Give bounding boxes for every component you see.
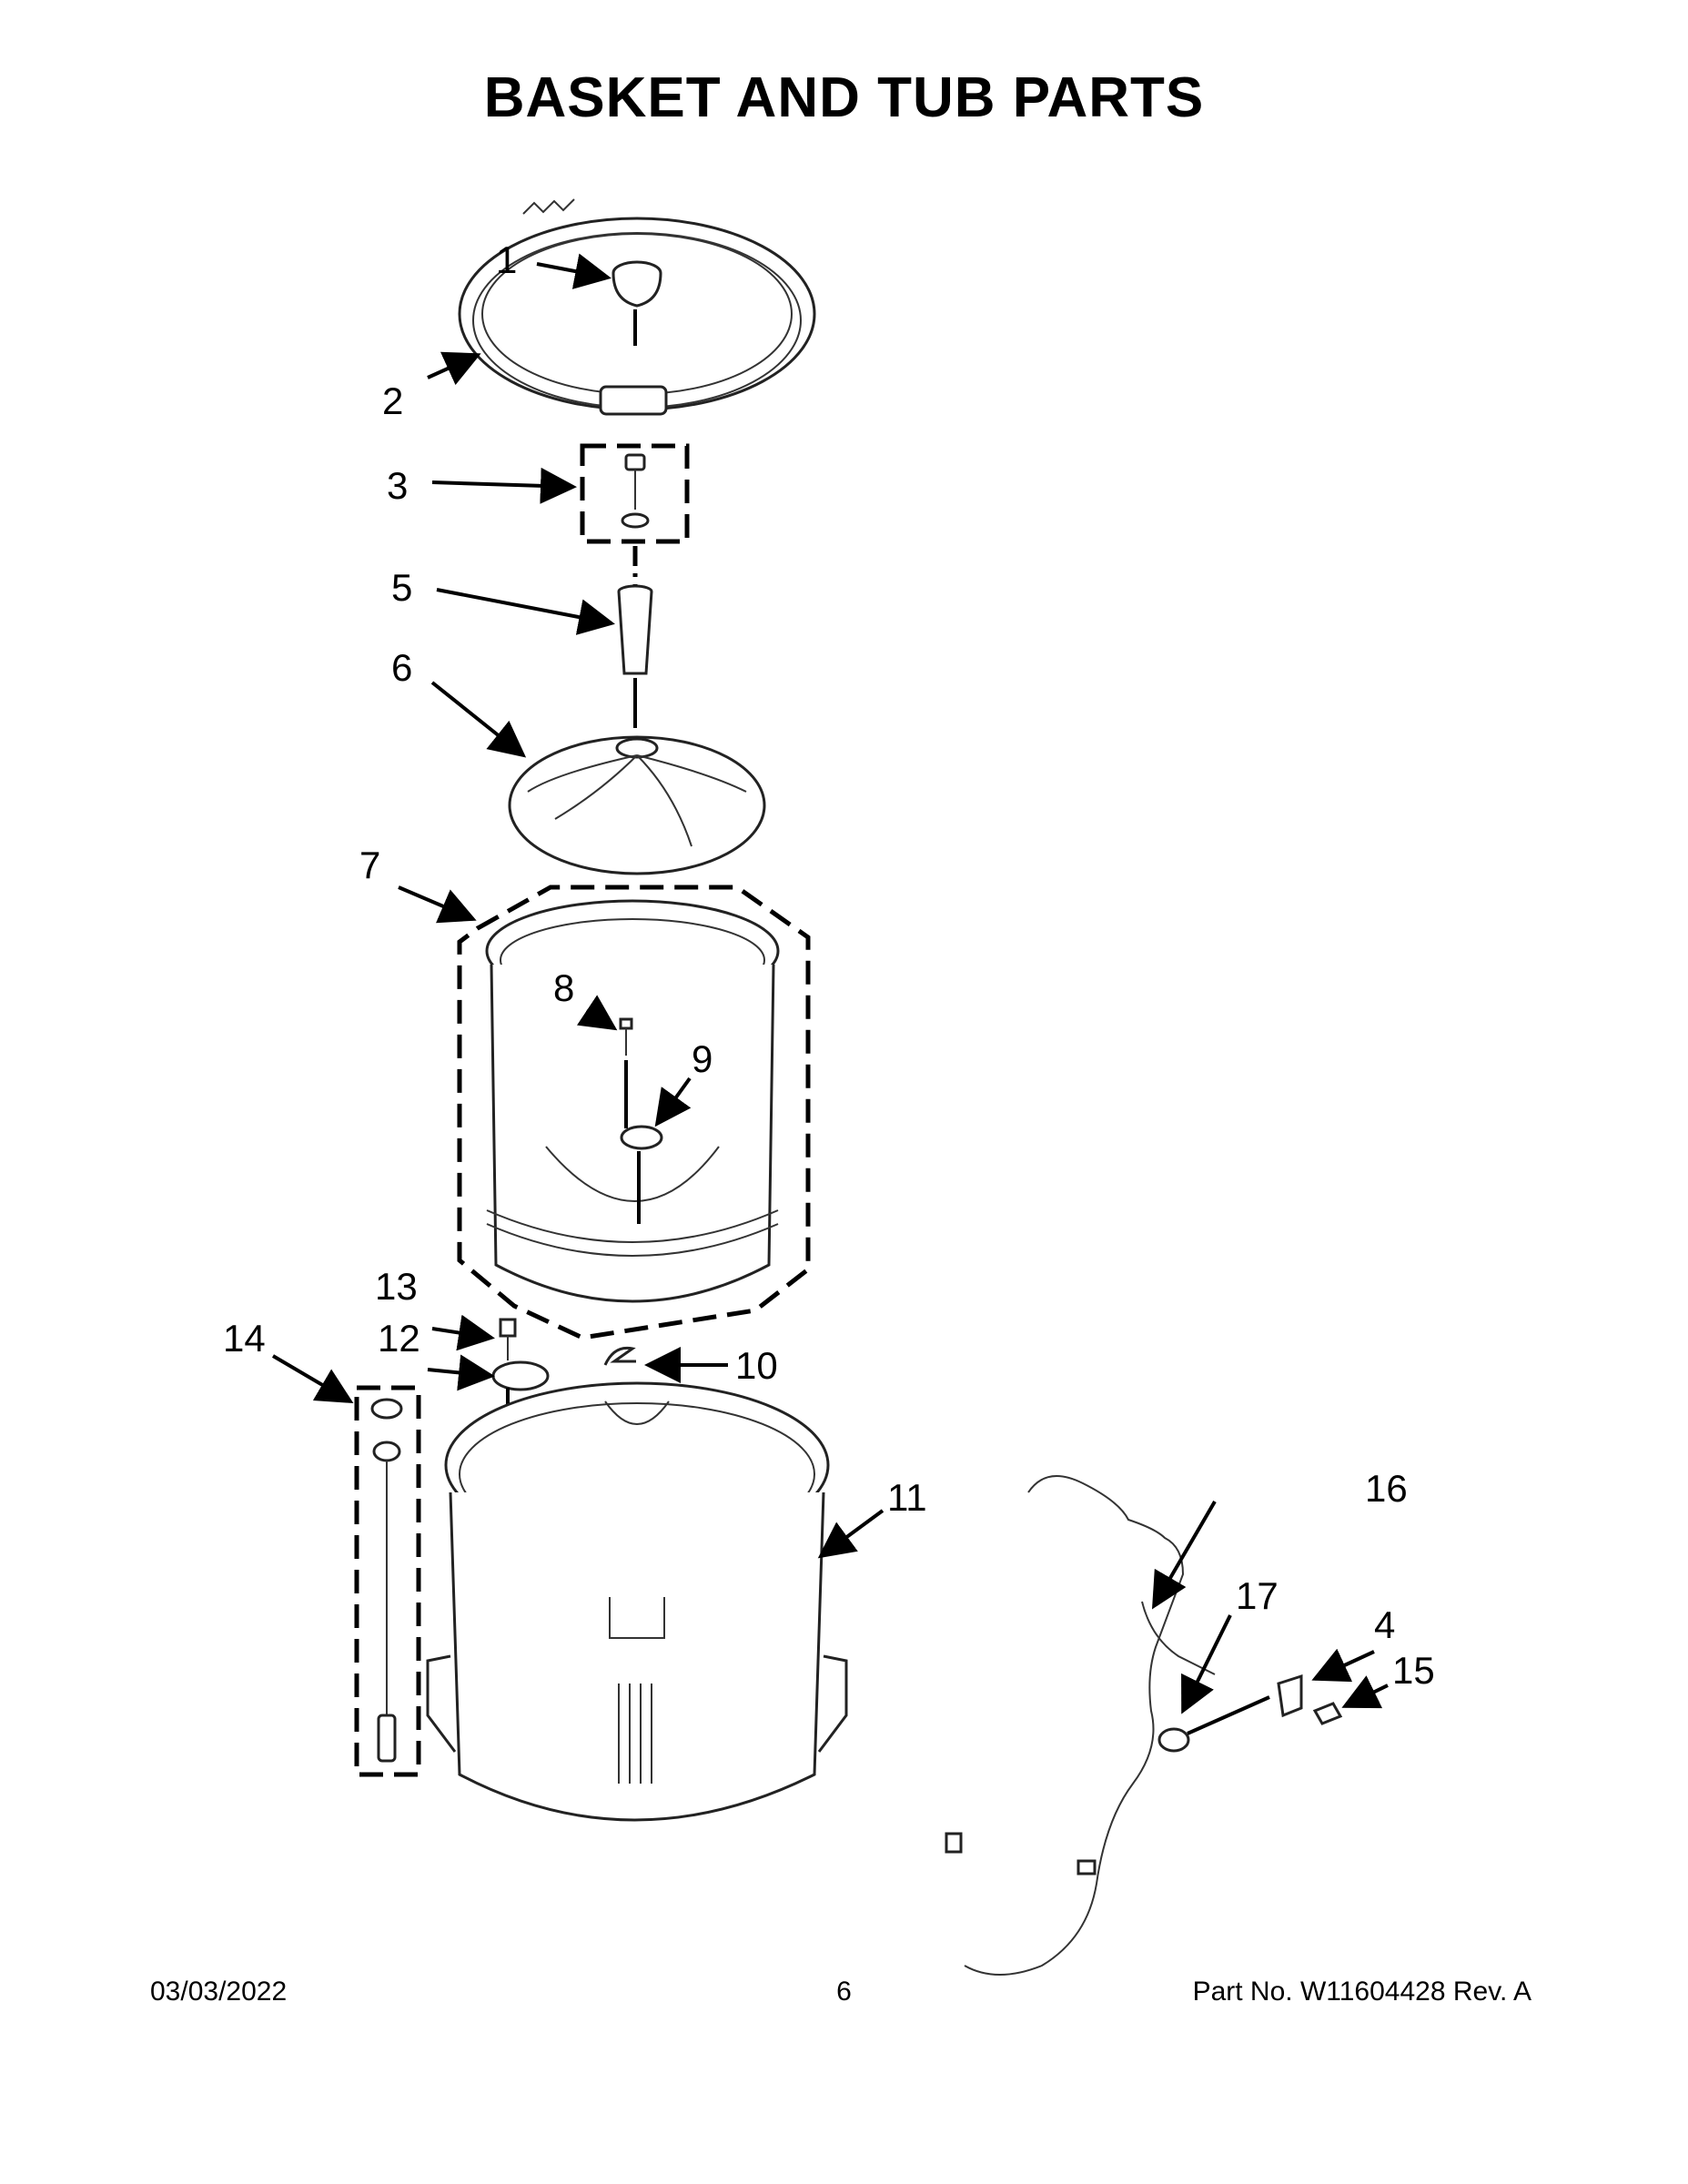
pivot-bolt-part [499,1318,517,1360]
outer-tub-part [426,1381,848,1822]
clamp-part [1157,1727,1190,1753]
suspension-rod-part [370,1398,403,1763]
impeller-plate-part [508,735,766,875]
basket-outline [457,885,811,1340]
basket-part [485,899,780,1303]
callout-1: 1 [496,238,517,281]
callout-2: 2 [382,379,403,422]
callout-10: 10 [735,1344,778,1387]
cone-part [617,584,653,675]
callout-9: 9 [692,1037,713,1080]
callout-11: 11 [887,1476,927,1519]
wire-harness-part [945,1475,1216,1976]
screw-part [619,1017,633,1056]
callout-6: 6 [391,646,412,689]
exploded-line [1187,1695,1270,1735]
callout-16: 16 [1365,1467,1408,1510]
washer-part [491,1360,550,1391]
footer-page-number: 6 [836,1977,852,2007]
callout-7: 7 [359,844,380,886]
callout-3: 3 [387,464,408,507]
callout-4: 4 [1374,1603,1395,1646]
callout-8: 8 [553,966,574,1009]
suspension-kit-outline [354,1385,421,1777]
callout-17: 17 [1236,1574,1279,1617]
page-title: BASKET AND TUB PARTS [483,66,1205,129]
leader-lines [271,253,1389,1714]
bolt-kit-outline [580,443,690,544]
agitator-cap-part [612,260,662,308]
callout-5: 5 [391,566,412,609]
screw-part [1312,1702,1343,1725]
callout-14: 14 [223,1317,266,1360]
callout-15: 15 [1392,1649,1435,1692]
bolt-part [621,453,650,529]
footer-date: 03/03/2022 [150,1977,288,2007]
bracket-part [1277,1673,1303,1718]
callout-12: 12 [378,1317,420,1360]
clip-part [603,1346,636,1366]
hub-part [620,1125,663,1150]
footer-part-number: Part No. W11604428 Rev. A [1192,1977,1531,2007]
callout-13: 13 [375,1265,418,1308]
